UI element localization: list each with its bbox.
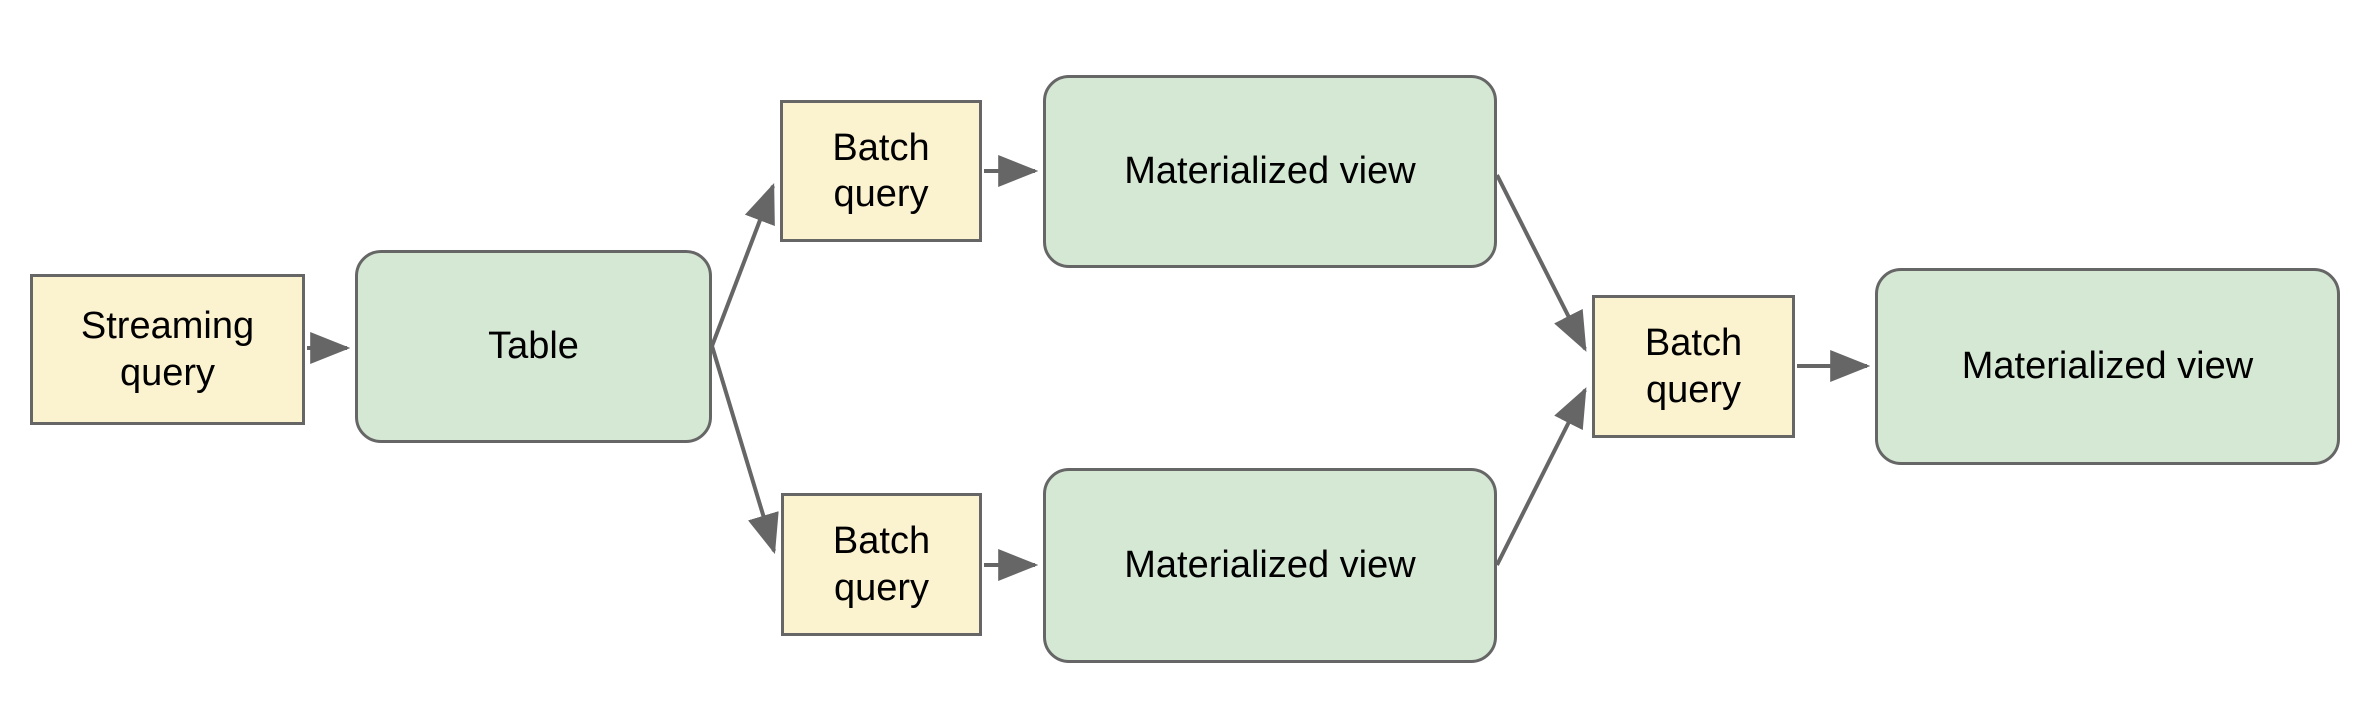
node-materialized-view-top[interactable]: Materialized view [1043,75,1497,268]
node-batch-query-bottom[interactable]: Batch query [781,493,982,636]
node-label: Batch query [832,126,930,215]
node-batch-query-top[interactable]: Batch query [780,100,982,242]
node-materialized-view-right[interactable]: Materialized view [1875,268,2340,465]
node-label: Materialized view [1124,150,1416,193]
node-batch-query-right[interactable]: Batch query [1592,295,1795,438]
node-label: Table [488,325,579,368]
edge-materialized-view-bottom-to-batch-query-right [1495,387,1587,566]
node-streaming-query[interactable]: Streaming query [30,274,305,425]
node-label: Materialized view [1961,345,2254,388]
node-label: Batch query [832,520,931,609]
node-materialized-view-bottom[interactable]: Materialized view [1043,468,1497,663]
edge-table-to-batch-query-bottom [710,345,779,555]
node-table[interactable]: Table [355,250,712,443]
node-label: Streaming query [80,305,255,394]
node-label: Materialized view [1124,544,1416,587]
node-label: Batch query [1644,322,1743,411]
edge-materialized-view-top-to-batch-query-right [1495,174,1587,352]
edge-table-to-batch-query-top [710,183,775,347]
